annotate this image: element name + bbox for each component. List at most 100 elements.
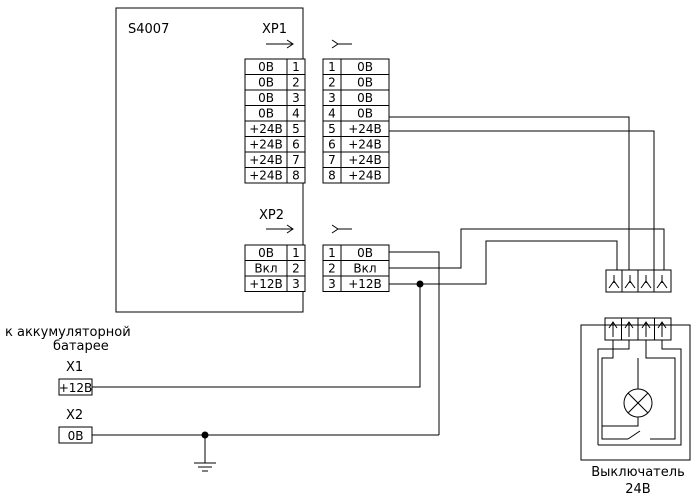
xp2-mating-signal: 0В: [357, 246, 373, 260]
switch-cable-plug-icon: [605, 269, 672, 293]
xp1-device-row-4: 0В 4: [244, 105, 306, 122]
xp1-device-pin: 6: [292, 138, 300, 152]
xp1-mating-row-5: 5 +24В: [322, 120, 390, 137]
switch-housing: [580, 317, 691, 461]
xp1-device-pin: 7: [292, 153, 300, 167]
switch-caption-line1: Выключатель: [591, 465, 684, 480]
xp2-device-pin: 3: [292, 277, 300, 291]
xp1-mating-pin: 6: [328, 138, 336, 152]
fork-contact-icon: [656, 275, 668, 289]
xp1-device-signal: +24В: [249, 169, 283, 183]
xp1-mating-signal: +24В: [348, 169, 382, 183]
xp1-device-signal: 0В: [258, 60, 274, 74]
xp2-mating-row-1: 1 0В: [322, 244, 390, 261]
xp2-device-pin: 1: [292, 246, 300, 260]
xp2-device-pin: 2: [292, 262, 300, 276]
xp2-mating-row-3: 3 +12В: [322, 275, 390, 292]
x2-terminal: [58, 426, 93, 444]
xp2-socket-icon: [331, 224, 352, 234]
battery-caption-line1: к аккумуляторной: [5, 325, 131, 340]
xp2-device-signal: Вкл: [254, 262, 277, 276]
arrow-contact-icon: [608, 321, 618, 337]
xp1-device-row-2: 0В 2: [244, 74, 306, 91]
xp1-socket-icon: [331, 39, 352, 49]
xp1-mating-pin: 7: [328, 153, 336, 167]
fork-contact-icon: [624, 275, 636, 289]
xp1-device-pin: 4: [292, 107, 300, 121]
xp1-device-row-8: +24В 8: [244, 167, 306, 184]
xp1-label: XP1: [262, 22, 287, 37]
switch-internal-wire-aux: [597, 340, 630, 445]
xp1-plug-arrow-icon: [266, 39, 294, 49]
xp1-device-pin: 8: [292, 169, 300, 183]
xp1-mating-pin: 1: [328, 60, 336, 74]
xp1-mating-pin: 8: [328, 169, 336, 183]
battery-caption-line2: батарее: [53, 339, 109, 354]
xp2-device-row-2: Вкл 2: [244, 260, 306, 277]
xp2-mating-pin: 1: [328, 246, 336, 260]
xp1-mating-signal: +24В: [348, 122, 382, 136]
xp1-mating-pin: 5: [328, 122, 336, 136]
switch-caption-line2: 24В: [625, 482, 650, 497]
xp1-device-pin: 2: [292, 76, 300, 90]
xp1-device-signal: +24В: [249, 138, 283, 152]
switch-internal-wire-right: [645, 340, 676, 440]
xp2-device-row-3: +12В 3: [244, 275, 306, 292]
xp1-device-signal: +24В: [249, 153, 283, 167]
xp1-device-row-5: +24В 5: [244, 120, 306, 137]
x1-label: X1: [66, 360, 83, 375]
xp1-device-signal: 0В: [258, 91, 274, 105]
xp2-label: XP2: [259, 208, 284, 223]
wire-xp1-pin5-24v: [389, 130, 655, 270]
xp1-mating-row-7: 7 +24В: [322, 151, 390, 168]
x1-terminal: [58, 378, 93, 396]
device-title: S4007: [128, 22, 169, 37]
arrow-contact-icon: [657, 321, 667, 337]
xp1-device-signal: 0В: [258, 76, 274, 90]
xp1-mating-row-3: 3 0В: [322, 89, 390, 106]
xp1-mating-row-8: 8 +24В: [322, 167, 390, 184]
switch-internal-wire-left: [601, 340, 628, 440]
fork-contact-icon: [640, 275, 652, 289]
xp1-mating-pin: 3: [328, 91, 336, 105]
xp2-mating-pin: 3: [328, 277, 336, 291]
xp1-mating-signal: +24В: [348, 153, 382, 167]
xp2-device-signal: 0В: [258, 246, 274, 260]
xp1-device-row-7: +24В 7: [244, 151, 306, 168]
x2-label: X2: [66, 408, 83, 423]
wire-xp2-pin1-0v: [389, 251, 440, 435]
wire-xp2-pin2-on: [389, 228, 665, 270]
xp1-device-pin: 5: [292, 122, 300, 136]
xp1-mating-pin: 4: [328, 107, 336, 121]
x1-value: +12В: [59, 381, 93, 395]
switch-contact-icon: [627, 430, 641, 440]
junction-dot-12v: [416, 280, 424, 288]
xp1-mating-pin: 2: [328, 76, 336, 90]
arrow-contact-icon: [624, 321, 634, 337]
arrow-contact-icon: [641, 321, 651, 337]
wire-xp1-pin4-0v: [389, 116, 630, 270]
xp1-mating-signal: 0В: [357, 91, 373, 105]
lamp-icon: [602, 358, 653, 427]
xp1-mating-signal: +24В: [348, 138, 382, 152]
xp1-device-signal: 0В: [258, 107, 274, 121]
xp2-device-signal: +12В: [249, 277, 283, 291]
x2-value: 0В: [68, 429, 84, 443]
xp2-mating-signal: +12В: [348, 277, 382, 291]
switch-internal-wire-loop: [598, 340, 682, 446]
fork-contact-icon: [608, 275, 620, 289]
xp1-mating-row-6: 6 +24В: [322, 136, 390, 153]
xp1-device-signal: +24В: [249, 122, 283, 136]
xp2-mating-signal: Вкл: [353, 262, 376, 276]
